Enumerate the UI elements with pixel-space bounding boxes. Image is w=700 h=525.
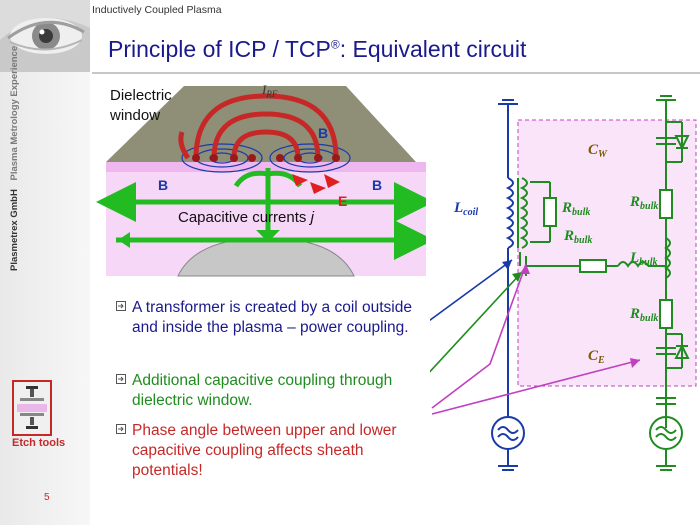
r-bulk-label-2: Rbulk [563, 228, 592, 246]
icp-reactor-diagram: Dielectric window IRF B B B E Capacitive… [96, 78, 426, 286]
bullet-text: Additional capacitive coupling through d… [132, 372, 393, 409]
tagline: Plasma Metrology Experience [9, 45, 20, 181]
b-label-top: B [318, 125, 328, 141]
bullet-text: Phase angle between upper and lower capa… [132, 422, 397, 479]
plasma-circuit [517, 95, 690, 471]
bullet-text: A transformer is created by a coil outsi… [132, 299, 412, 336]
title-divider [92, 72, 700, 74]
equivalent-circuit: Lcoil Rbulk Rbulk Rbulk Lbulk Rbulk CW C… [430, 95, 697, 471]
eye-logo [0, 0, 90, 72]
c-e-label: CE [588, 348, 605, 366]
page-title: Principle of ICP / TCP®: Equivalent circ… [108, 36, 527, 62]
r-bulk-label-1: Rbulk [561, 200, 590, 218]
connector-arrows [430, 259, 641, 415]
l-coil-label: Lcoil [453, 200, 478, 218]
arrow-bullet-icon [116, 301, 126, 311]
r-bulk-label-3: Rbulk [629, 194, 658, 212]
arrow-bullet-icon [116, 374, 126, 384]
irf-label: IRF [261, 82, 278, 99]
arrow-bullet-icon [116, 424, 126, 434]
sidebar-vertical-text: Plasmetrex GmbH Plasma Metrology Experie… [9, 11, 23, 271]
page-number: 5 [44, 492, 50, 503]
etch-tools-label: Etch tools [12, 437, 66, 449]
b-label-left: B [158, 177, 168, 193]
c-w-label: CW [588, 142, 608, 160]
company-name: Plasmetrex GmbH [9, 189, 20, 271]
sidebar: Plasmetrex GmbH Plasma Metrology Experie… [0, 0, 90, 525]
window-label: window [109, 107, 160, 124]
capacitive-currents-label: Capacitive currents j [178, 209, 315, 226]
e-label: E [338, 193, 347, 209]
l-bulk-label: Lbulk [629, 250, 658, 268]
b-label-right: B [372, 177, 382, 193]
section-header: Inductively Coupled Plasma [92, 4, 222, 16]
r-bulk-label-4: Rbulk [629, 306, 658, 324]
etch-tool-icon [12, 380, 52, 436]
coil-circuit [491, 99, 525, 471]
dielectric-label: Dielectric [110, 87, 172, 104]
